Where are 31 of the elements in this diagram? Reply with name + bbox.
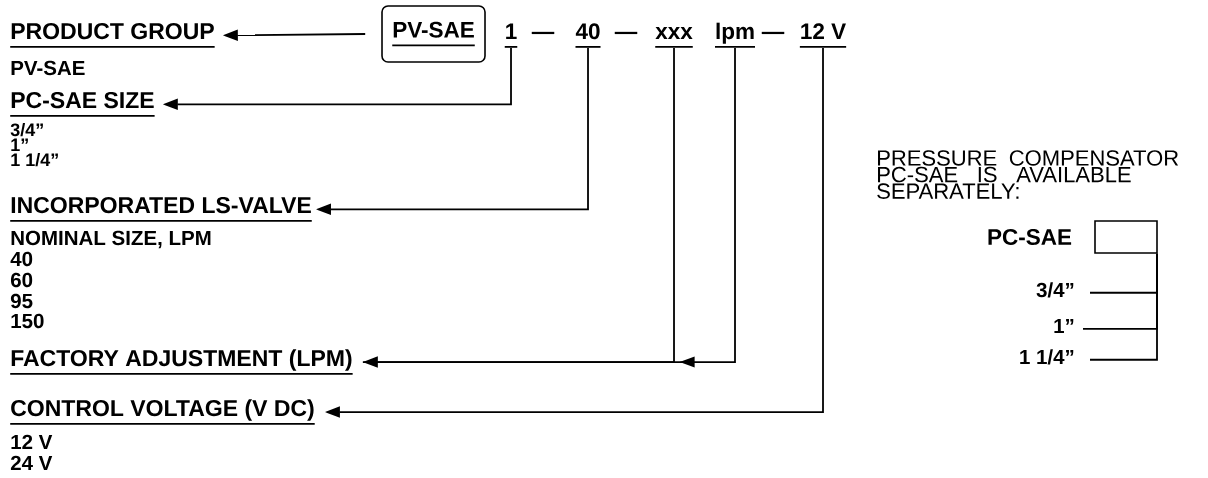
- option-text: 40: [10, 251, 33, 267]
- option-text: 24 V: [10, 455, 53, 470]
- code-segment: 1: [503, 23, 519, 48]
- option-text: PV-SAE: [11, 60, 85, 76]
- connector-line: [1089, 252, 1158, 361]
- option-text: 60: [10, 272, 33, 288]
- category-heading: PRODUCT GROUP: [9, 22, 216, 48]
- size-option: 1 1/4”: [1020, 349, 1074, 365]
- option-text: 12 V: [11, 434, 53, 449]
- option-text: 150: [11, 313, 44, 329]
- option-text: 1 1/4”: [11, 152, 58, 167]
- code-segment: 40: [574, 23, 602, 48]
- arrow: [361, 47, 736, 368]
- code-segment-box: PV-SAE: [381, 5, 486, 63]
- option-text: 1”: [11, 138, 28, 151]
- selection-box: PC-SAE: [988, 220, 1158, 254]
- category-heading: INCORPORATED LS-VALVE: [9, 196, 313, 222]
- code-segment: xxx: [654, 27, 694, 48]
- category-heading: CONTROL VOLTAGE (V DC): [9, 399, 316, 425]
- option-text: 95: [10, 293, 33, 309]
- node-label: PC-SAE: [988, 229, 1072, 245]
- code-separator: —: [761, 31, 785, 35]
- code-segment: 12 V: [798, 23, 848, 48]
- size-option: 3/4”: [1036, 282, 1074, 298]
- code-separator: —: [531, 31, 555, 35]
- category-heading: PC-SAE SIZE: [9, 91, 156, 117]
- category-heading: FACTORY ADJUSTMENT (LPM): [9, 349, 354, 375]
- code-segment: lpm: [714, 22, 756, 48]
- code-separator: —: [614, 31, 638, 35]
- size-option: 1”: [1054, 318, 1074, 333]
- note-text: PRESSURE COMPENSATOR PC-SAE IS AVAILABLE SEPARATELY:: [877, 150, 1179, 199]
